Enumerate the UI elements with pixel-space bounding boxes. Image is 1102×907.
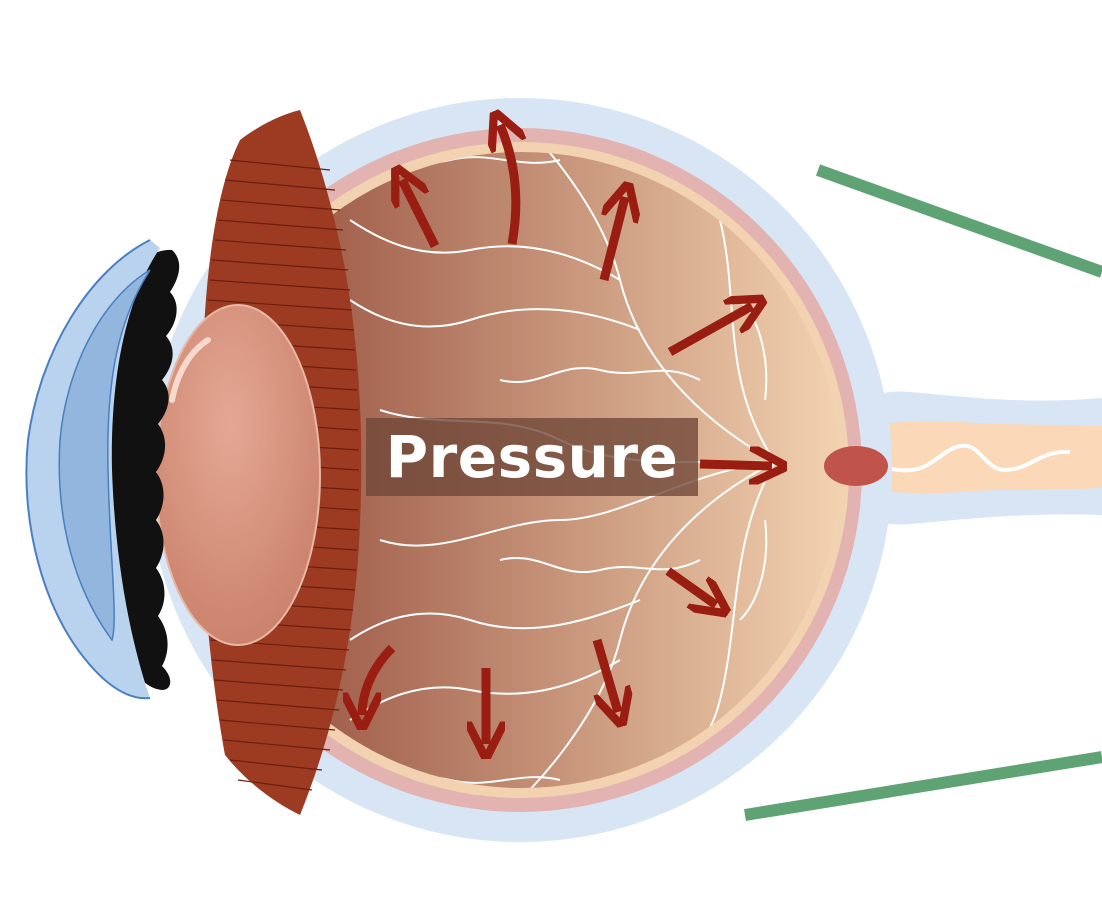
pressure-label: Pressure bbox=[366, 418, 698, 496]
optic-disc bbox=[824, 446, 888, 486]
pressure-label-text: Pressure bbox=[386, 428, 679, 486]
pressure-arrow-icon bbox=[700, 464, 772, 466]
guide-line-top bbox=[818, 170, 1102, 272]
lens bbox=[156, 305, 320, 645]
guide-line-bottom bbox=[745, 757, 1102, 815]
